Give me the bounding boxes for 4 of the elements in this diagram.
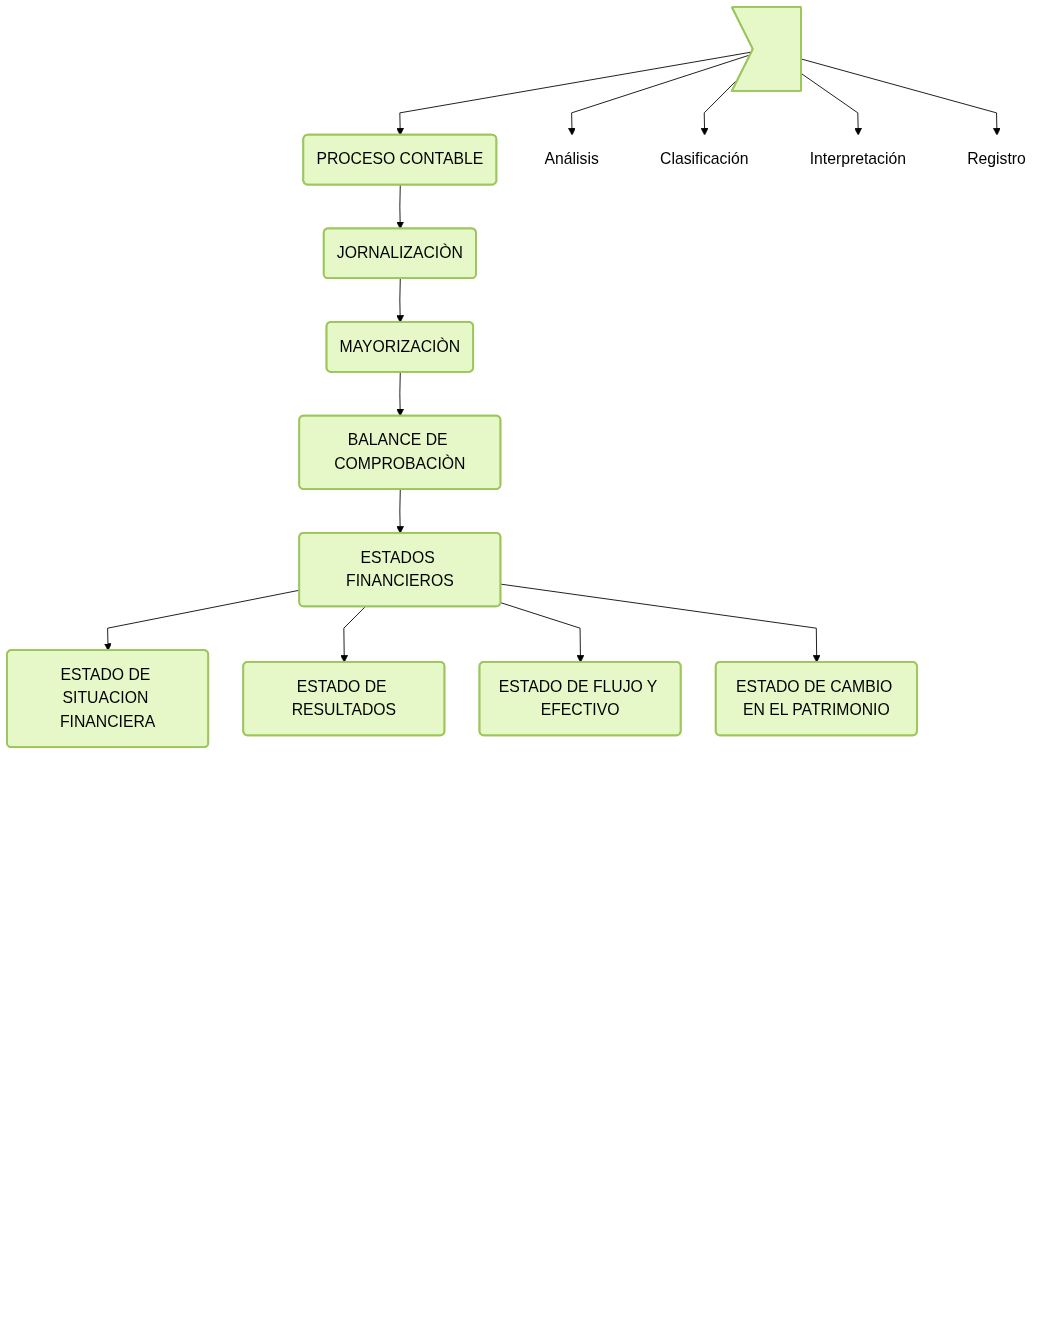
node-text: Clasificación [660,150,749,168]
node-text: Interpretación [809,150,906,168]
node-text: Análisis [544,150,599,168]
node-text: Registro [967,150,1026,168]
